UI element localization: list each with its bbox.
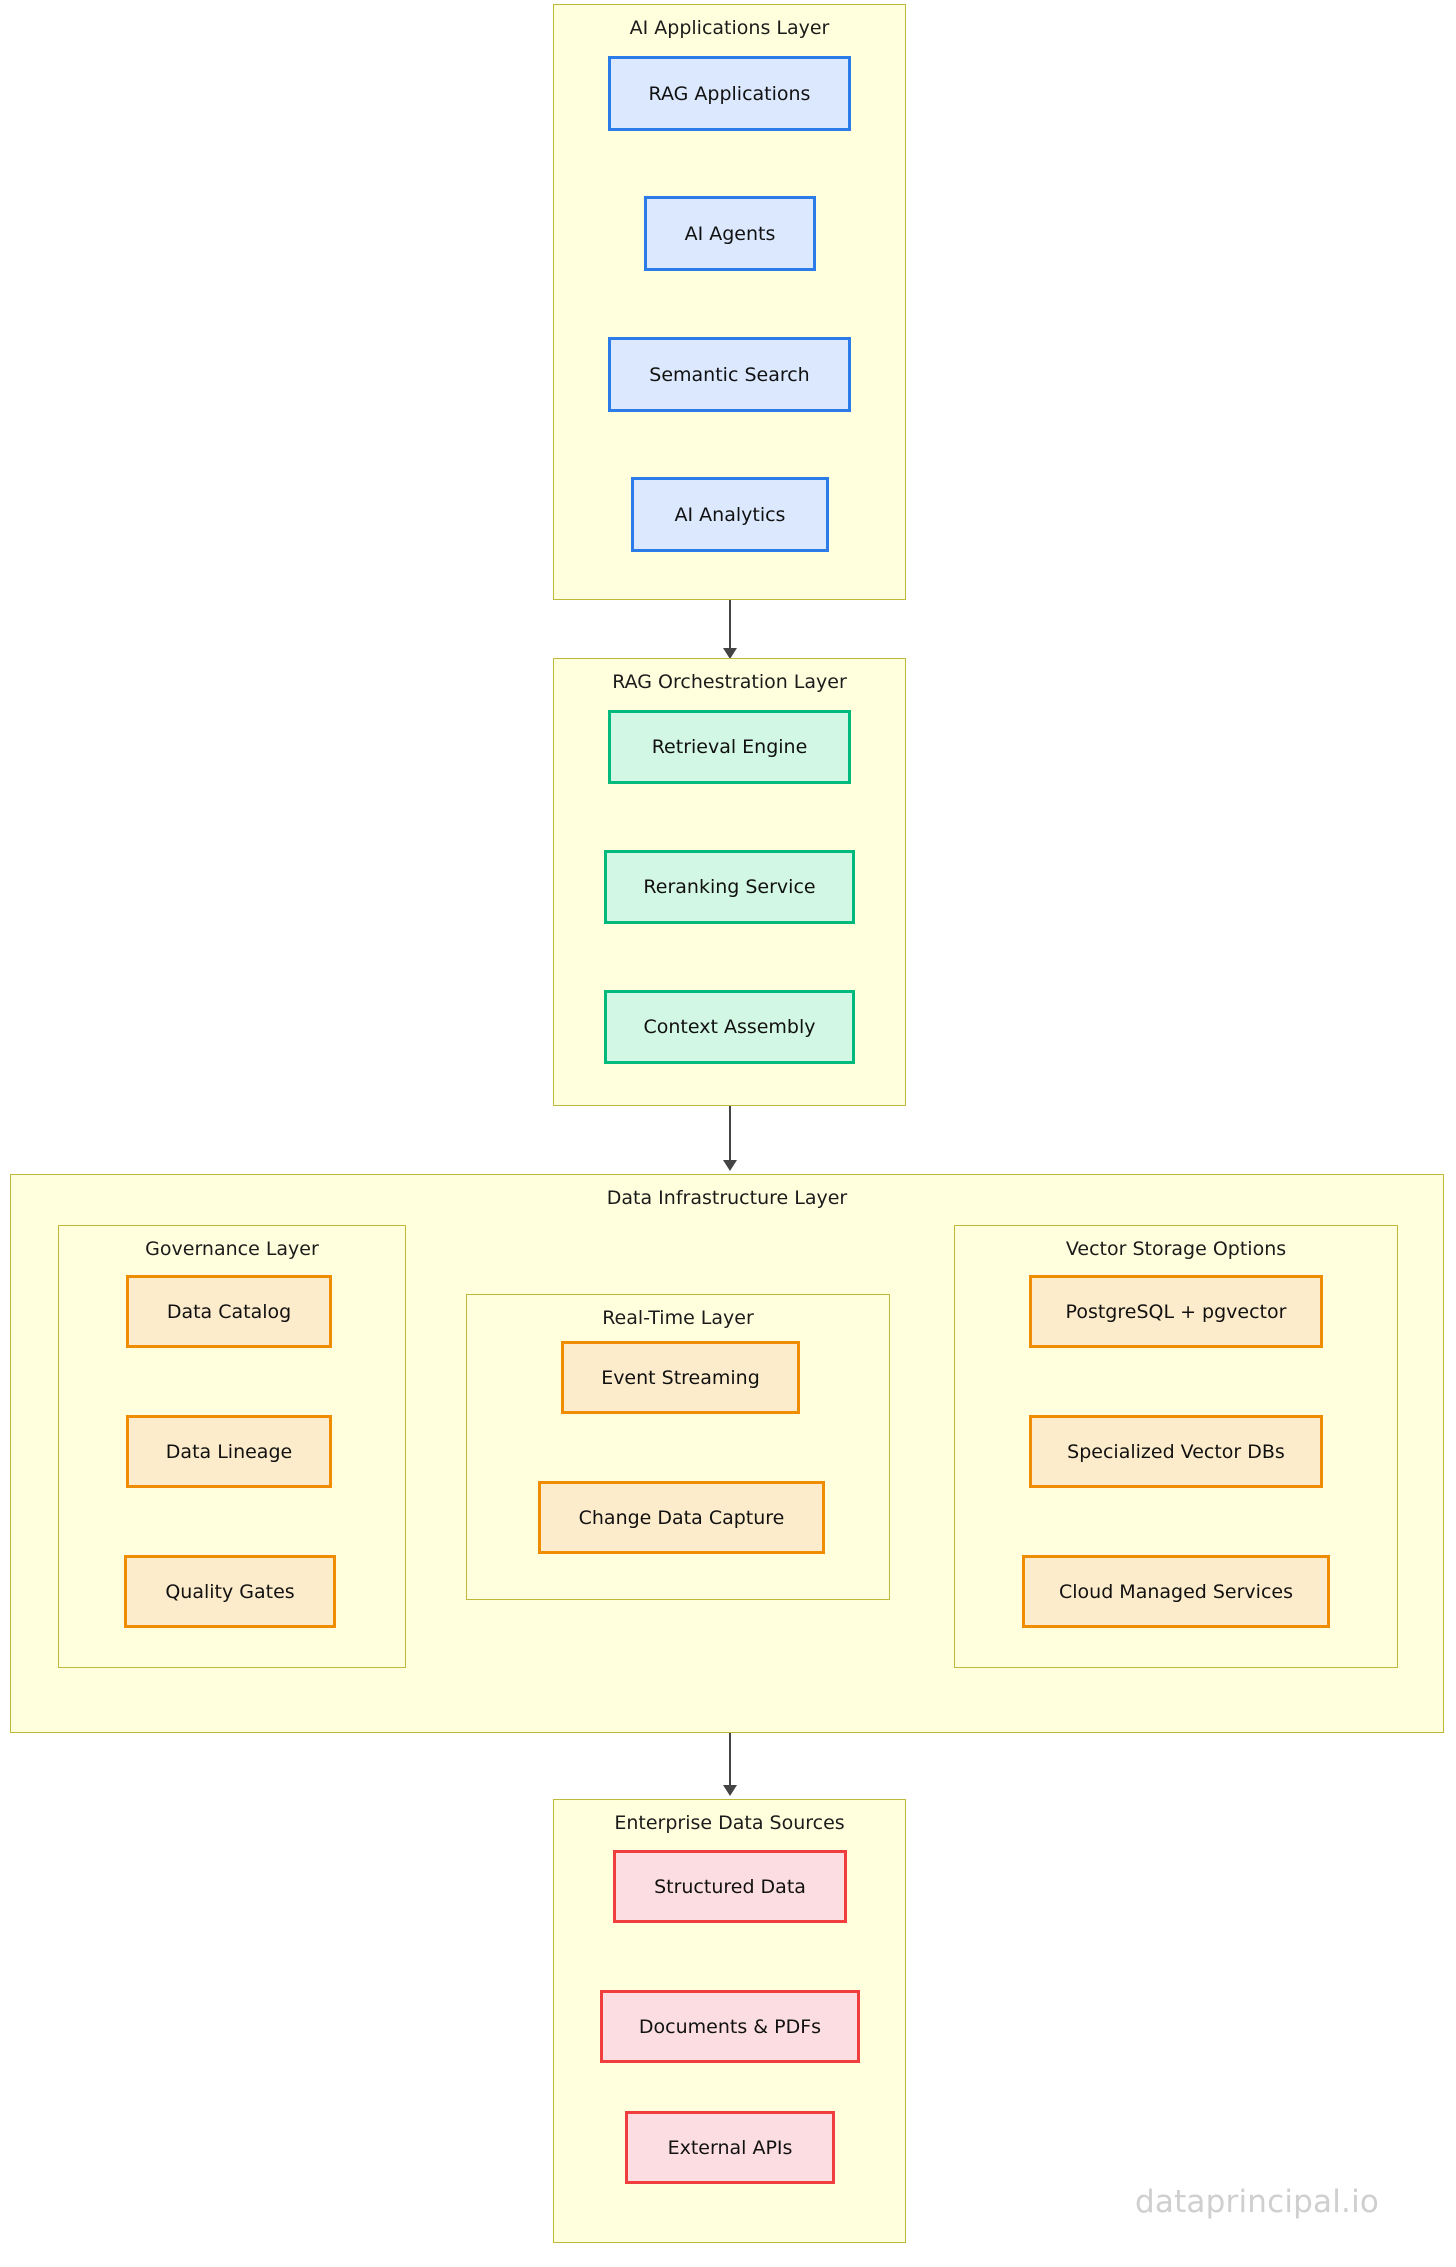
node-label: Semantic Search xyxy=(649,363,810,386)
node-label: Change Data Capture xyxy=(578,1506,785,1529)
subgraph-title-vector-storage-options: Vector Storage Options xyxy=(1065,1238,1287,1260)
node-label: Structured Data xyxy=(654,1875,806,1898)
node-label: PostgreSQL + pgvector xyxy=(1065,1300,1287,1323)
node-label: Reranking Service xyxy=(643,876,816,898)
node-semantic-search[interactable]: Semantic Search xyxy=(608,337,851,412)
node-documents-pdfs[interactable]: Documents & PDFs xyxy=(600,1990,860,2063)
node-rag-applications[interactable]: RAG Applications xyxy=(608,56,851,131)
node-data-lineage[interactable]: Data Lineage xyxy=(126,1415,332,1488)
node-structured-data[interactable]: Structured Data xyxy=(613,1850,847,1923)
node-event-streaming[interactable]: Event Streaming xyxy=(561,1341,800,1414)
node-change-data-capture[interactable]: Change Data Capture xyxy=(538,1481,825,1554)
subgraph-title-enterprise-data-sources: Enterprise Data Sources xyxy=(614,1812,845,1834)
node-label: Context Assembly xyxy=(643,1016,816,1038)
node-quality-gates[interactable]: Quality Gates xyxy=(124,1555,336,1628)
node-ai-analytics[interactable]: AI Analytics xyxy=(631,477,829,552)
node-label: Event Streaming xyxy=(601,1366,760,1389)
node-label: Cloud Managed Services xyxy=(1058,1580,1293,1603)
subgraph-title-ai-applications-layer: AI Applications Layer xyxy=(629,17,830,39)
arrow-line-infrastructure-to-sources xyxy=(729,1733,731,1789)
node-label: Documents & PDFs xyxy=(638,2015,822,2038)
arrow-head-infrastructure-to-sources xyxy=(723,1785,737,1796)
subgraph-title-rag-orchestration-layer: RAG Orchestration Layer xyxy=(612,671,847,693)
watermark-dataprincipal: dataprincipal.io xyxy=(1135,2184,1380,2220)
node-ai-agents[interactable]: AI Agents xyxy=(644,196,816,271)
node-reranking-service[interactable]: Reranking Service xyxy=(604,850,855,924)
subgraph-title-data-infrastructure-layer: Data Infrastructure Layer xyxy=(606,1187,848,1209)
node-label: Data Catalog xyxy=(166,1300,292,1323)
node-data-catalog[interactable]: Data Catalog xyxy=(126,1275,332,1348)
node-label: External APIs xyxy=(667,2136,793,2159)
arrow-line-applications-to-orchestration xyxy=(729,600,731,652)
subgraph-title-real-time-layer: Real-Time Layer xyxy=(602,1307,754,1329)
arrow-head-orchestration-to-infrastructure xyxy=(723,1160,737,1171)
node-retrieval-engine[interactable]: Retrieval Engine xyxy=(608,710,851,784)
node-context-assembly[interactable]: Context Assembly xyxy=(604,990,855,1064)
node-external-apis[interactable]: External APIs xyxy=(625,2111,835,2184)
node-specialized-vector-dbs[interactable]: Specialized Vector DBs xyxy=(1029,1415,1323,1488)
arrow-line-orchestration-to-infrastructure xyxy=(729,1106,731,1164)
node-label: Specialized Vector DBs xyxy=(1067,1440,1285,1463)
node-label: Data Lineage xyxy=(165,1440,293,1463)
subgraph-real-time-layer[interactable]: Real-Time Layer xyxy=(466,1294,890,1600)
node-cloud-managed-services[interactable]: Cloud Managed Services xyxy=(1022,1555,1330,1628)
node-postgresql-pgvector[interactable]: PostgreSQL + pgvector xyxy=(1029,1275,1323,1348)
node-label: Quality Gates xyxy=(165,1580,295,1603)
node-label: RAG Applications xyxy=(648,82,811,105)
node-label: Retrieval Engine xyxy=(651,736,808,758)
node-label: AI Agents xyxy=(684,222,776,245)
subgraph-title-governance-layer: Governance Layer xyxy=(145,1238,319,1260)
node-label: AI Analytics xyxy=(674,503,786,526)
arrow-head-applications-to-orchestration xyxy=(723,648,737,659)
